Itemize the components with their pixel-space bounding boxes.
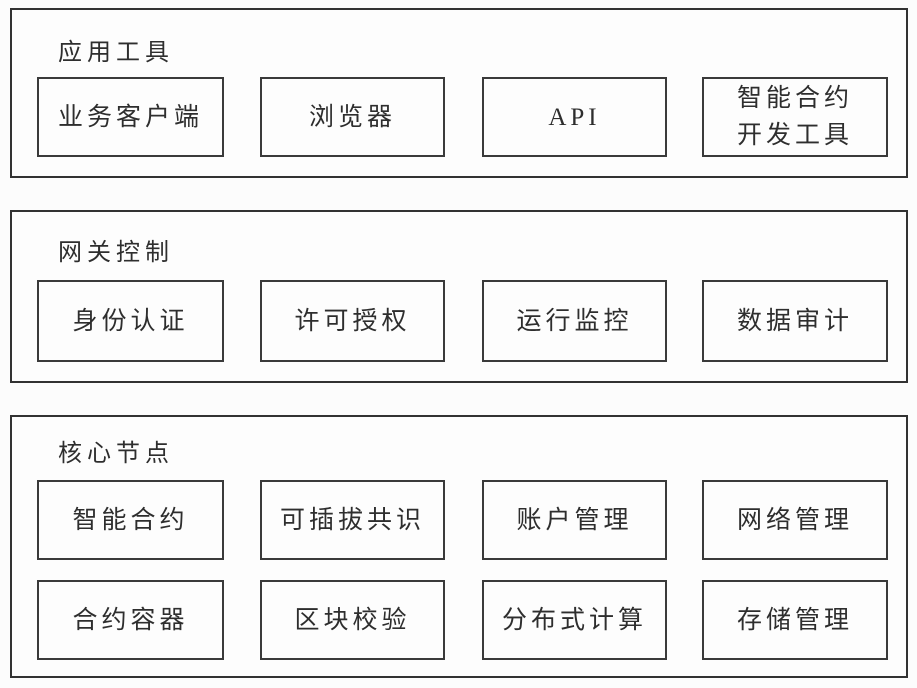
box-account-management: 账户管理 [482, 480, 667, 560]
box-label: 区块校验 [294, 606, 411, 634]
box-data-audit: 数据审计 [702, 280, 888, 362]
box-identity-authentication: 身份认证 [37, 280, 224, 362]
box-api: API [482, 77, 667, 157]
box-label: 许可授权 [294, 307, 411, 335]
box-label: 业务客户端 [57, 103, 203, 131]
box-label: API [548, 103, 601, 131]
box-label: 数据审计 [736, 307, 853, 335]
box-label: 运行监控 [516, 307, 633, 335]
box-pluggable-consensus: 可插拔共识 [260, 480, 445, 560]
box-runtime-monitoring: 运行监控 [482, 280, 667, 362]
layer-application-tools: 应用工具 业务客户端 浏览器 API 智能合约 开发工具 [10, 8, 908, 178]
box-label: 身份认证 [72, 307, 189, 335]
layer-title-core-nodes: 核心节点 [58, 441, 174, 467]
box-label: 可插拔共识 [279, 506, 425, 534]
box-block-verification: 区块校验 [260, 580, 445, 660]
layer-title-gateway-control: 网关控制 [58, 240, 174, 266]
box-business-client: 业务客户端 [37, 77, 224, 157]
box-network-management: 网络管理 [702, 480, 888, 560]
box-label-line-1: 智能合约 [736, 85, 853, 112]
box-label-line-2: 开发工具 [736, 122, 853, 149]
box-label: 浏览器 [308, 103, 396, 131]
box-permission-authorization: 许可授权 [260, 280, 445, 362]
box-contract-container: 合约容器 [37, 580, 224, 660]
box-label: 网络管理 [736, 506, 853, 534]
layer-core-nodes: 核心节点 智能合约 可插拔共识 账户管理 网络管理 合约容器 区块校验 分布式计… [10, 415, 908, 678]
box-distributed-computing: 分布式计算 [482, 580, 667, 660]
layer-gateway-control: 网关控制 身份认证 许可授权 运行监控 数据审计 [10, 210, 908, 383]
layer-title-application-tools: 应用工具 [58, 40, 174, 66]
box-label: 存储管理 [736, 606, 853, 634]
box-smart-contract: 智能合约 [37, 480, 224, 560]
box-label: 账户管理 [516, 506, 633, 534]
box-label: 合约容器 [72, 606, 189, 634]
box-label: 分布式计算 [501, 606, 647, 634]
box-smart-contract-dev-tools: 智能合约 开发工具 [702, 77, 888, 157]
box-storage-management: 存储管理 [702, 580, 888, 660]
box-browser: 浏览器 [260, 77, 445, 157]
box-label: 智能合约 [72, 506, 189, 534]
